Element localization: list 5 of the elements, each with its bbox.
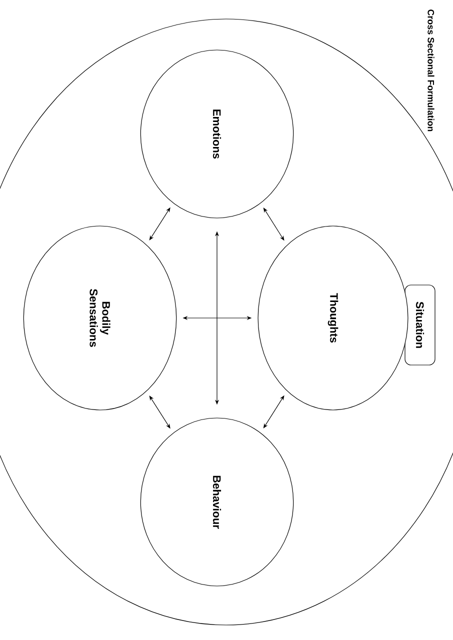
oval: Bodily Sensations (23, 226, 177, 410)
oval: Behaviour (140, 418, 294, 586)
oval: Thoughts (258, 226, 408, 410)
title: Cross Sectional Formulation (428, 10, 434, 132)
oval: Emotions (140, 50, 294, 218)
